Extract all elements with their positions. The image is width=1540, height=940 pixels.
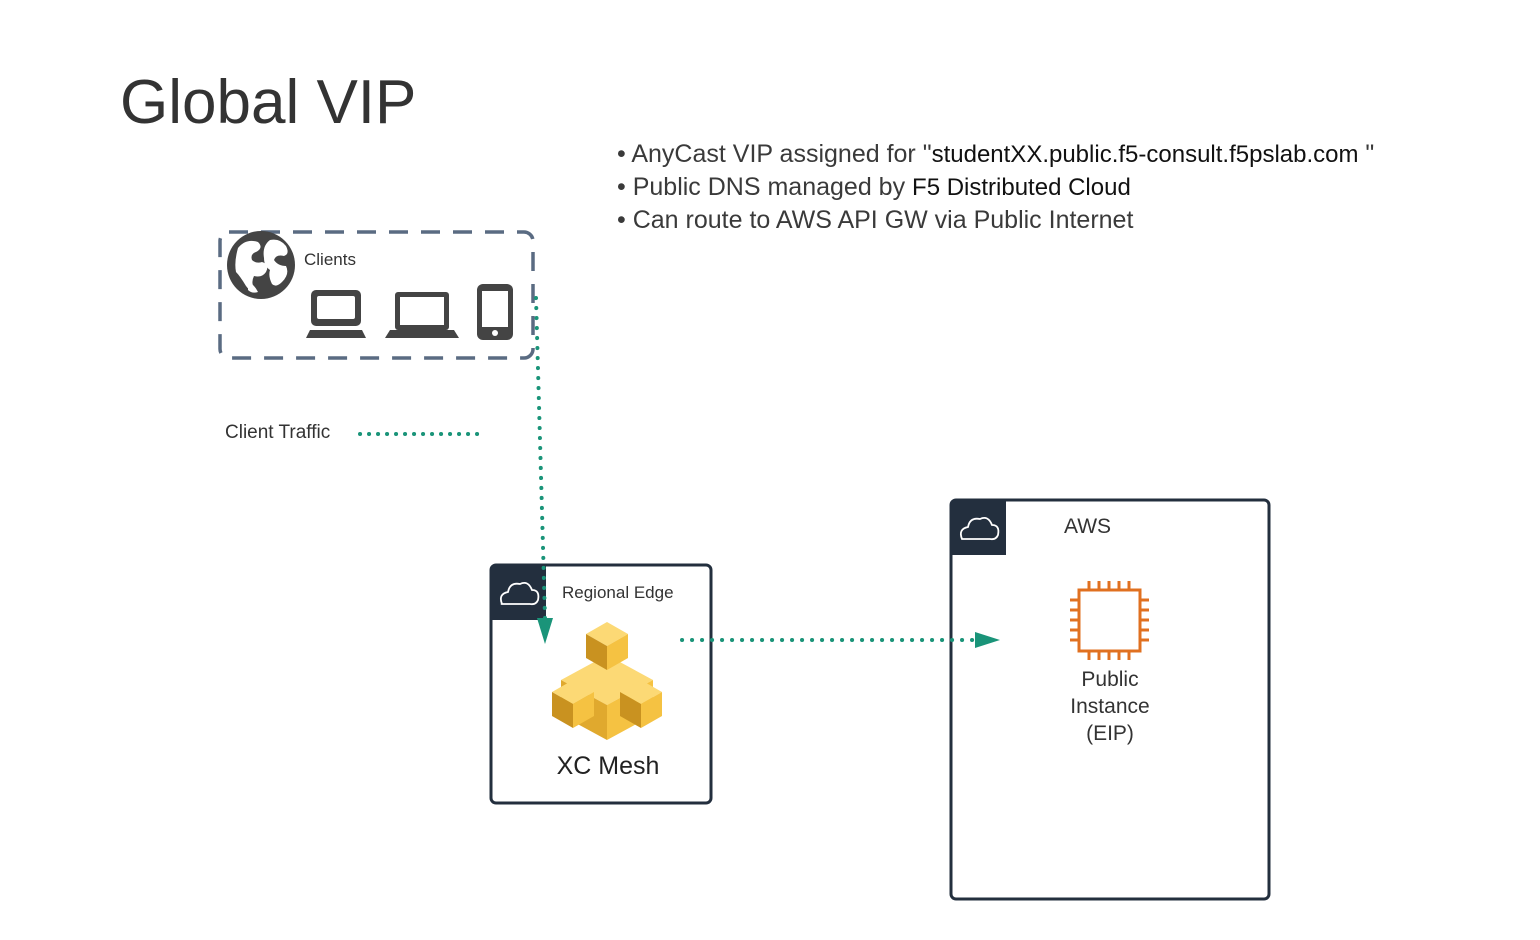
instance-label-line: (EIP): [1086, 722, 1134, 745]
ec2-chip-icon: [1070, 581, 1149, 660]
bullet-marker: •: [617, 206, 626, 234]
globe-icon: [227, 231, 295, 299]
bullet-list: • AnyCast VIP assigned for "studentXX.pu…: [617, 138, 1374, 236]
bullet-text: Public DNS managed by: [632, 173, 913, 201]
bullet-item: • Public DNS managed by F5 Distributed C…: [617, 171, 1374, 204]
bullet-item: • AnyCast VIP assigned for "studentXX.pu…: [617, 138, 1374, 171]
cloud-icon: [499, 581, 540, 606]
xc-mesh-icon: [552, 622, 662, 740]
bullet-marker: •: [617, 140, 626, 168]
mobile-phone-icon: [477, 284, 513, 340]
aws-label: AWS: [1064, 515, 1112, 538]
laptop-icon: [385, 292, 459, 338]
xc-mesh-label: XC Mesh: [556, 752, 660, 780]
cloud-icon: [959, 516, 1000, 541]
clients-group-border: [218, 230, 535, 360]
instance-label-line: Instance: [1070, 695, 1150, 718]
instance-label-line: Public: [1081, 668, 1139, 691]
desktop-icon: [306, 290, 366, 338]
bullet-marker: •: [617, 173, 626, 201]
traffic-connector-clients-to-edge: [534, 296, 547, 620]
bullet-text: Can route to AWS API GW via Public Inter…: [632, 206, 1134, 234]
page-title: Global VIP: [120, 68, 417, 137]
regional-edge-label: Regional Edge: [562, 583, 674, 602]
bullet-emphasis: studentXX.public.f5-consult.f5pslab.com: [931, 141, 1359, 168]
public-instance-label: Public Instance (EIP): [1040, 666, 1180, 747]
bullet-text: AnyCast VIP assigned for ": [631, 140, 932, 168]
bullet-suffix: ": [1358, 140, 1375, 168]
aws-container: [949, 498, 1271, 901]
arrowhead-right: [975, 632, 1000, 648]
bullet-item: • Can route to AWS API GW via Public Int…: [617, 204, 1374, 236]
clients-label: Clients: [304, 250, 356, 269]
arrowhead-down: [537, 618, 553, 644]
legend-client-traffic-label: Client Traffic: [225, 422, 331, 443]
bullet-emphasis: F5 Distributed Cloud: [912, 174, 1131, 201]
